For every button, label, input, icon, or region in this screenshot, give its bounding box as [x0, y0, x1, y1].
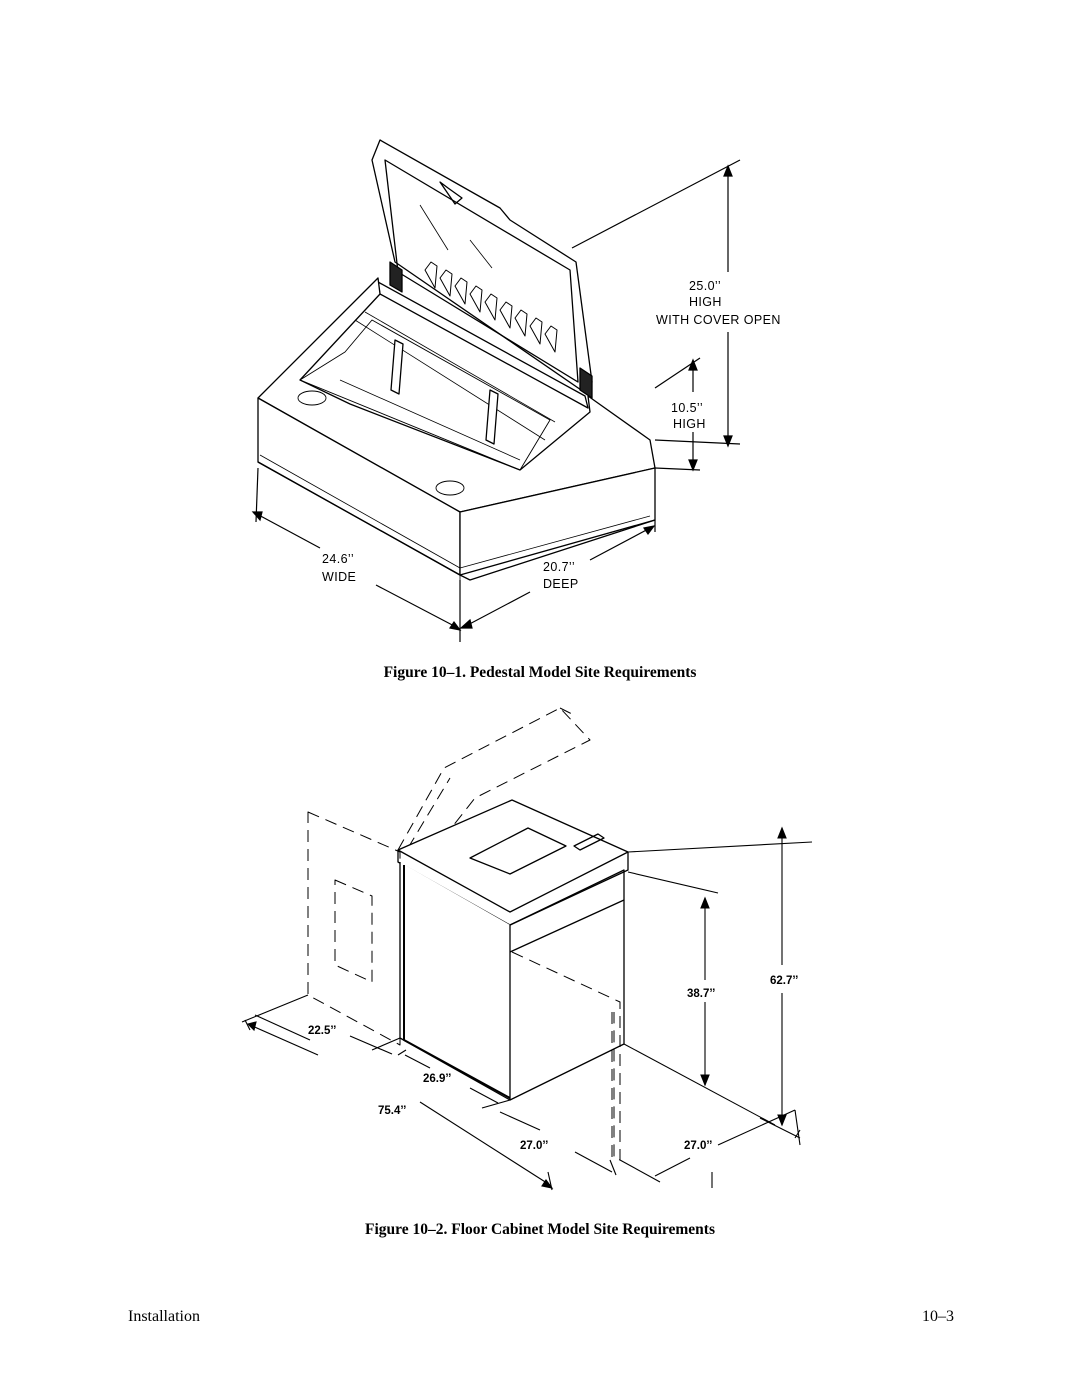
height-open-label: HIGH: [689, 295, 722, 309]
cabinet-width-label: 26.9’’: [423, 1073, 451, 1085]
floor-cabinet-illustration: [307, 707, 629, 1161]
figure-2-caption: Figure 10–2. Floor Cabinet Model Site Re…: [364, 1221, 715, 1238]
width-label: WIDE: [322, 570, 356, 584]
overall-height-label: 62.7’’: [770, 975, 798, 987]
depth-value: 20.7’’: [543, 560, 575, 574]
overall-width-label: 75.4’’: [378, 1105, 406, 1117]
side-clearance-label: 22.5’’: [308, 1025, 336, 1037]
height-open-label-2: WITH COVER OPEN: [656, 313, 781, 327]
footer-page-number: 10–3: [922, 1308, 954, 1325]
width-value: 24.6’’: [322, 552, 354, 566]
height-value: 10.5’’: [671, 401, 703, 415]
pedestal-printer-illustration: [257, 139, 656, 581]
height-label: HIGH: [673, 417, 706, 431]
depth-label: DEEP: [543, 577, 579, 591]
height-open-value: 25.0’’: [689, 279, 721, 293]
rear-clearance-label: 27.0’’: [684, 1140, 712, 1152]
front-clearance-label: 27.0’’: [520, 1140, 548, 1152]
cabinet-height-label: 38.7’’: [687, 988, 715, 1000]
figure-1-caption: Figure 10–1. Pedestal Model Site Require…: [383, 664, 697, 681]
pedestal-dimension-lines: [251, 159, 741, 642]
cabinet-dimension-lines: [241, 826, 813, 1191]
footer-section: Installation: [128, 1308, 200, 1325]
